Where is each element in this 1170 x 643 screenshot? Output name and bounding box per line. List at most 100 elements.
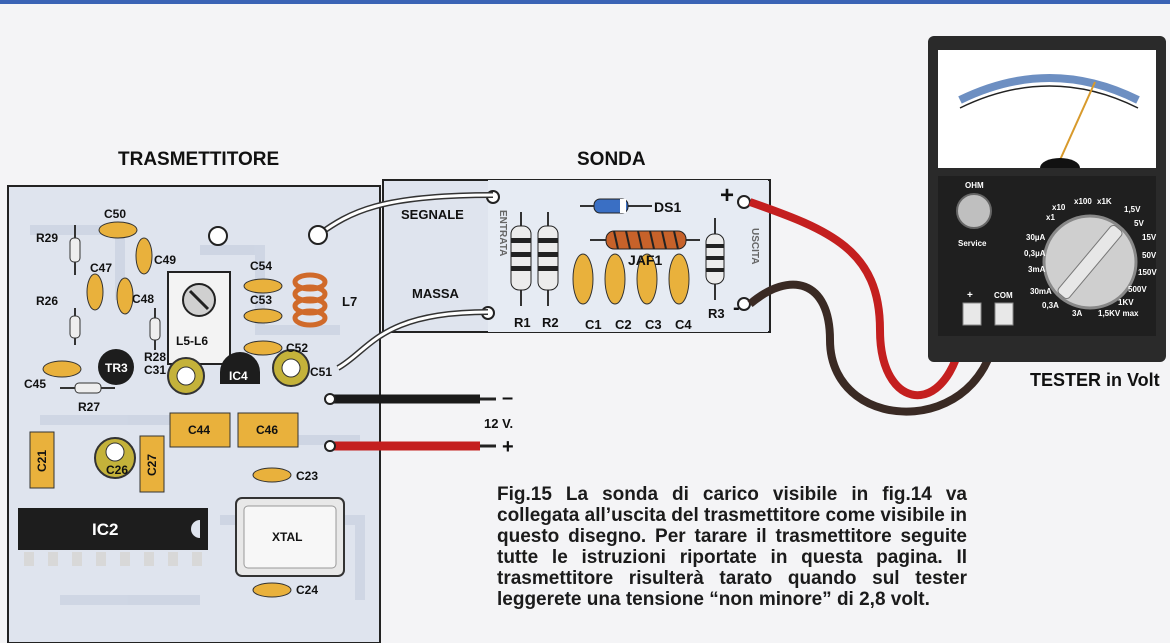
capacitor-c23 xyxy=(252,467,292,483)
r26-label: R26 xyxy=(36,294,58,308)
capacitor-c50 xyxy=(98,221,138,239)
coil-l7 xyxy=(292,272,328,328)
coil-l5-l6 xyxy=(167,271,231,365)
r2-label: R2 xyxy=(542,315,559,330)
tester-title: TESTER in Volt xyxy=(1030,370,1160,390)
supply-neg-pad xyxy=(324,393,336,405)
figure-caption: Fig.15 La sonda di carico visibile in fi… xyxy=(497,484,967,610)
plus-socket xyxy=(962,302,982,326)
c51-label: C51 xyxy=(310,365,332,379)
choke-jaf1-label: JAF1 xyxy=(628,252,662,268)
tester-150v-label: 150V xyxy=(1138,268,1157,277)
capacitor-c45 xyxy=(42,360,82,378)
resistor-r26 xyxy=(69,308,81,345)
c54-label: C54 xyxy=(250,259,272,273)
tester-3a-label: 3A xyxy=(1072,309,1082,318)
tester-plus-label: + xyxy=(967,290,973,301)
tester-red-lead xyxy=(748,198,969,400)
tester-3ma-label: 3mA xyxy=(1028,265,1046,274)
tester-x1k-label: x1K xyxy=(1097,197,1112,206)
tester-1-5kv-label: 1,5KV max xyxy=(1098,309,1139,318)
tester-com-label: COM xyxy=(994,291,1013,300)
electrolytic-c51 xyxy=(272,349,310,387)
probe-output-plus-pad xyxy=(737,195,751,209)
tester-meter xyxy=(928,36,1166,362)
c26-label: C26 xyxy=(106,463,128,477)
supply-voltage-label: 12 V. xyxy=(484,416,513,431)
r27-label: R27 xyxy=(78,400,100,414)
signal-label: SEGNALE xyxy=(401,207,464,222)
com-socket xyxy=(994,302,1014,326)
capacitor-c27 xyxy=(139,435,165,493)
resistor-r2 xyxy=(537,212,559,306)
c27-label: C27 xyxy=(145,454,159,476)
r28-label: R28 xyxy=(144,350,166,364)
supply-minus-label: – xyxy=(502,387,513,409)
capacitor-c54 xyxy=(243,278,283,294)
resistor-r29 xyxy=(69,225,81,275)
probe-output-minus-pad xyxy=(737,297,751,311)
ic2-label: IC2 xyxy=(92,520,118,539)
c52-label: C52 xyxy=(286,341,308,355)
tester-x1-label: x1 xyxy=(1046,213,1055,222)
electrolytic-c26 xyxy=(94,437,136,479)
resistor-r1 xyxy=(510,212,532,306)
probe-title: SONDA xyxy=(577,149,646,170)
c49-label: C49 xyxy=(154,253,176,267)
tester-15v-label: 15V xyxy=(1142,233,1157,242)
tester-black-lead xyxy=(747,280,1002,416)
supply-plus-label: + xyxy=(502,436,514,458)
tester-1kv-label: 1KV xyxy=(1118,298,1134,307)
mounting-hole xyxy=(208,226,228,246)
capacitor-c4 xyxy=(668,253,690,305)
c1-label: C1 xyxy=(585,317,602,332)
resistor-r27 xyxy=(60,382,115,394)
page-top-rule xyxy=(0,0,1170,4)
resistor-r28 xyxy=(149,308,161,350)
tester-5v-label: 5V xyxy=(1134,219,1144,228)
electrolytic-c31 xyxy=(167,357,205,395)
diode-ds1-label: DS1 xyxy=(654,199,681,215)
transmitter-title: TRASMETTITORE xyxy=(118,149,279,170)
c45-label: C45 xyxy=(24,377,46,391)
c2-label: C2 xyxy=(615,317,632,332)
tester-0-3a-label: 0,3A xyxy=(1042,301,1059,310)
r1-label: R1 xyxy=(514,315,531,330)
signal-pad xyxy=(308,225,328,245)
c23-label: C23 xyxy=(296,469,318,483)
regulator-ic4 xyxy=(220,352,260,384)
c48-label: C48 xyxy=(132,292,154,306)
c50-label: C50 xyxy=(104,207,126,221)
c47-label: C47 xyxy=(90,261,112,275)
capacitor-c53 xyxy=(243,308,283,324)
ohm-adjust-knob xyxy=(956,193,992,229)
tester-x10-label: x10 xyxy=(1052,203,1066,212)
c31-label: C31 xyxy=(144,363,166,377)
ic4-label: IC4 xyxy=(229,369,248,383)
capacitor-c49 xyxy=(135,237,153,275)
tester-1-5v-label: 1,5V xyxy=(1124,205,1141,214)
capacitor-c2 xyxy=(604,253,626,305)
meter-needle xyxy=(1059,81,1096,161)
c44-label: C44 xyxy=(188,423,210,437)
diode-ds1 xyxy=(580,198,652,214)
chip-ic2 xyxy=(18,508,208,566)
probe-plus-label: + xyxy=(720,182,734,209)
ground-label: MASSA xyxy=(412,286,460,301)
tester-50v-label: 50V xyxy=(1142,251,1157,260)
transistor-tr3 xyxy=(98,349,134,385)
r3-label: R3 xyxy=(708,306,725,321)
capacitor-c52 xyxy=(243,340,283,356)
tester-0-3ua-label: 0,3µA xyxy=(1024,249,1046,258)
l5l6-label: L5-L6 xyxy=(176,334,208,348)
output-side-label: USCITA xyxy=(749,228,760,264)
capacitor-c47 xyxy=(86,273,104,311)
tester-service-label: Service xyxy=(958,239,987,248)
c46-label: C46 xyxy=(256,423,278,437)
input-side-label: ENTRATA xyxy=(497,210,508,256)
c4-label: C4 xyxy=(675,317,692,332)
capacitor-c1 xyxy=(572,253,594,305)
crystal-xtal xyxy=(235,497,345,577)
tr3-label: TR3 xyxy=(105,361,128,375)
